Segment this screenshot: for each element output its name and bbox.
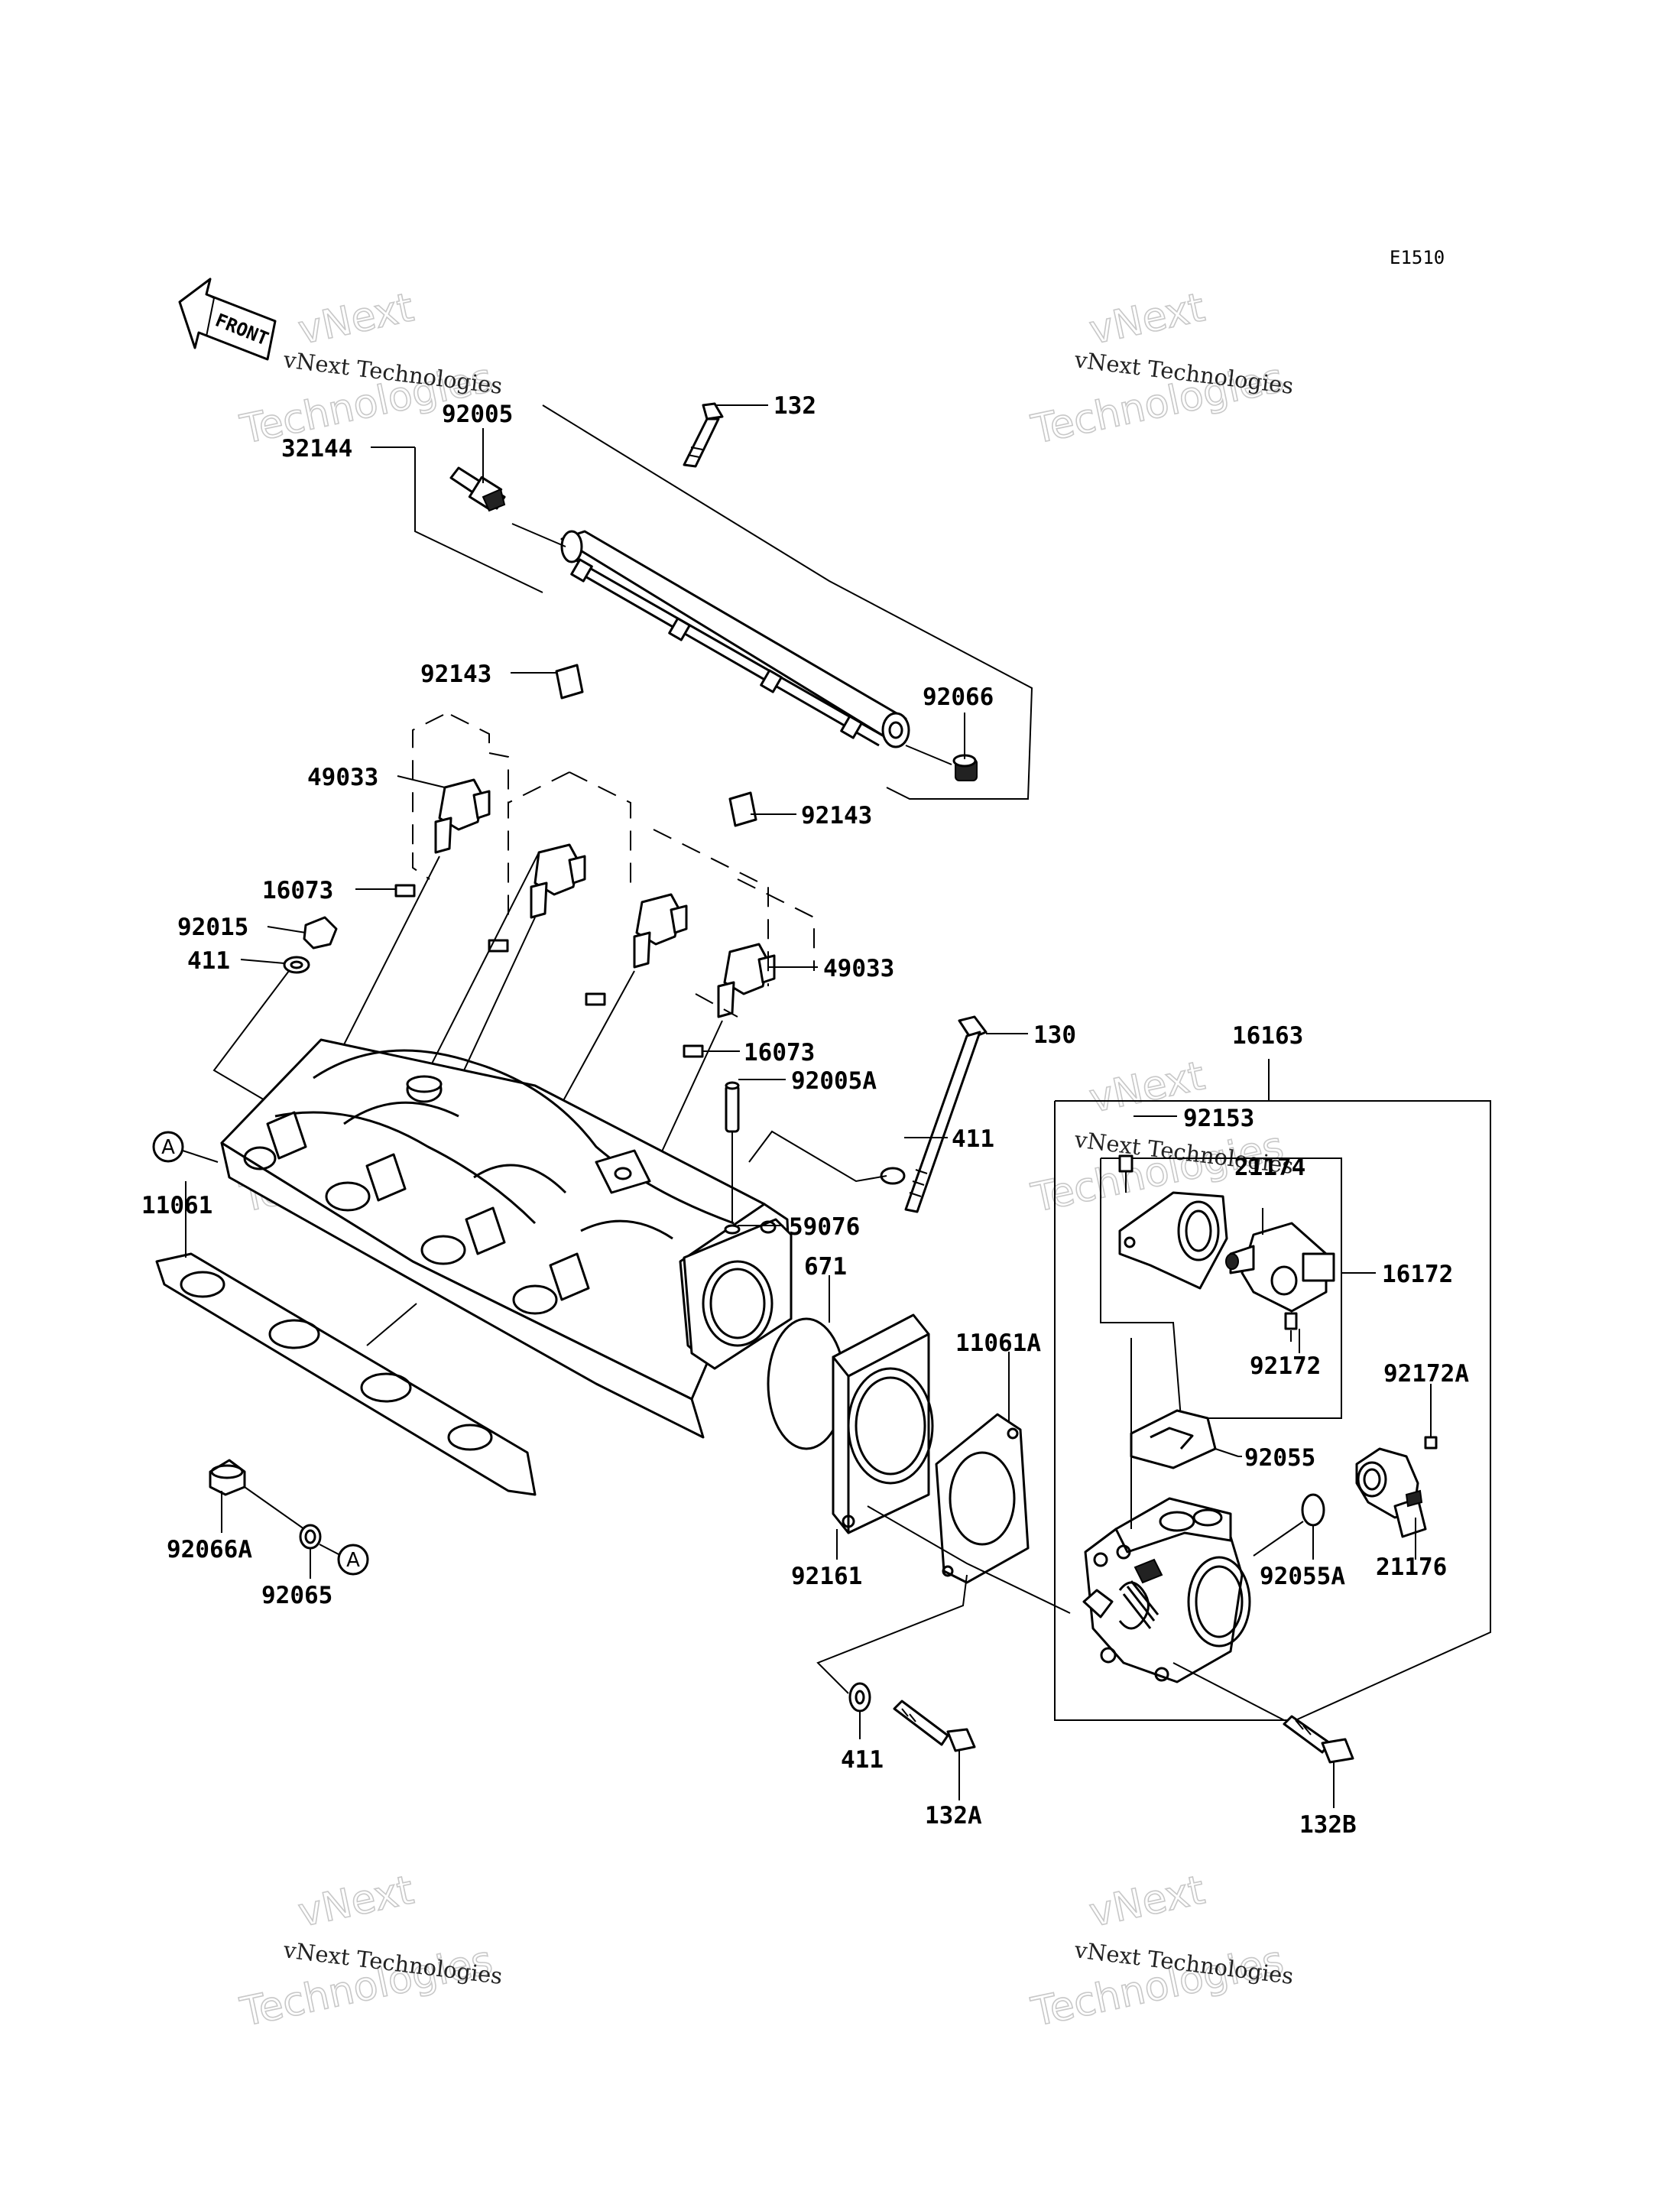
part-label: 16073: [262, 877, 333, 904]
fuel-injector-part: [434, 778, 776, 1018]
part-label: 92143: [420, 661, 491, 688]
throttle-bolt-part: [1283, 1715, 1354, 1764]
part-label: 130: [1033, 1021, 1076, 1049]
throttle-gasket-part: [935, 1413, 1030, 1584]
part-label: 49033: [307, 764, 378, 791]
part-label: 92055: [1244, 1444, 1315, 1472]
part-label: 92015: [177, 914, 248, 941]
part-label: 132B: [1299, 1811, 1357, 1839]
diagram-code: E1510: [1390, 247, 1445, 268]
fuel-rail-part: [560, 530, 910, 748]
part-label: 92161: [791, 1563, 862, 1590]
bolt-part: [893, 1700, 976, 1752]
part-label: 92055A: [1260, 1563, 1345, 1590]
watermark-vnext-text: vNext: [1085, 1867, 1208, 1936]
part-label: 671: [804, 1253, 847, 1281]
part-label: 411: [952, 1125, 994, 1153]
part-label: 11061: [141, 1192, 212, 1219]
part-label: 132: [774, 392, 816, 420]
part-label: 92172: [1250, 1352, 1321, 1380]
part-label: 92066: [923, 683, 994, 711]
screw-part: [1118, 1154, 1134, 1193]
part-label: 92172A: [1383, 1360, 1469, 1388]
part-label: 21176: [1376, 1554, 1447, 1581]
part-label: 49033: [823, 955, 894, 982]
nut-part: [283, 916, 338, 974]
pipe-part: [725, 1081, 740, 1133]
idle-control-valve-part: [1225, 1222, 1335, 1313]
throttle-sensor-part: [1355, 1447, 1427, 1538]
sensor-gasket-part: [1130, 1409, 1217, 1469]
watermark-vnext-text: vNext: [294, 284, 417, 353]
watermark-bottom-right: vNext Technologies vNext Technologies: [1026, 1867, 1295, 2037]
part-label: 32144: [281, 435, 352, 463]
rail-bolt-part: [683, 402, 724, 468]
washer-part: [880, 1167, 906, 1185]
watermark-vnext-text: vNext: [294, 1867, 417, 1936]
vacuum-fitting-part: [724, 1224, 741, 1235]
part-label: 92066A: [167, 1536, 252, 1563]
drain-bolt-part: [209, 1459, 246, 1496]
watermark-top-right: vNext Technologies vNext Technologies: [1026, 284, 1295, 454]
part-label: 21174: [1234, 1154, 1305, 1181]
reference-marker-a-bottom: A: [337, 1544, 369, 1576]
fuel-fitting-part: [449, 466, 506, 512]
long-bolt-part: [904, 1015, 988, 1213]
part-label: 92065: [261, 1582, 332, 1609]
washer-part: [848, 1682, 871, 1713]
part-label: 92005: [442, 401, 513, 428]
screw-tiny-part: [1424, 1436, 1438, 1450]
part-label: 59076: [789, 1213, 860, 1241]
throttle-body-part: [1082, 1497, 1251, 1683]
reference-marker-a-top: A: [152, 1131, 184, 1163]
part-label: 11061A: [955, 1330, 1041, 1357]
front-arrow-icon: FRONT: [178, 278, 277, 361]
part-label: 411: [187, 947, 230, 975]
spacer-part: [832, 1313, 934, 1534]
part-label: 16172: [1382, 1261, 1453, 1288]
part-label: 16163: [1232, 1022, 1303, 1050]
sensor-bracket-part: [1118, 1191, 1228, 1290]
watermark-middle-right: vNext Technologies vNext Technologies: [1026, 1053, 1295, 1222]
grommet-part: [555, 664, 757, 827]
reference-marker-label: A: [346, 1549, 360, 1572]
part-label: 16073: [744, 1039, 815, 1067]
watermark-bottom-left: vNext Technologies vNext Technologies: [235, 1867, 504, 2037]
manifold-gasket-part: [155, 1252, 537, 1496]
intake-manifold-part: [220, 1038, 793, 1439]
reference-marker-label: A: [161, 1136, 175, 1159]
o-ring-small-part: [1301, 1493, 1325, 1527]
part-label: 132A: [925, 1802, 982, 1830]
part-label: 92005A: [791, 1067, 877, 1095]
part-label: 411: [841, 1746, 884, 1774]
part-label: 92153: [1183, 1105, 1254, 1132]
part-label: 92143: [801, 802, 872, 830]
screw-small-part: [1284, 1312, 1298, 1330]
watermark-vnext-text: vNext: [1085, 284, 1208, 353]
